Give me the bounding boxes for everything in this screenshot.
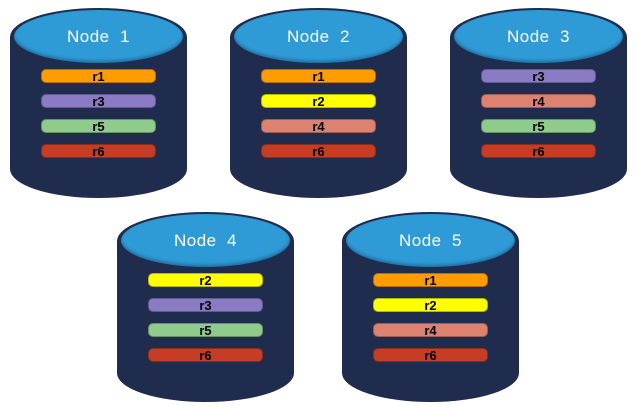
partition-list: r2 r3 r5 r6 <box>117 273 294 362</box>
node-label: Node 4 <box>173 230 238 250</box>
top-row: Node 1 r1 r3 r5 r6 Node 2 r1 r2 r4 r6 Node 3 r… <box>0 8 636 198</box>
partition-list: r1 r3 r5 r6 <box>10 69 187 158</box>
partition-bar-r3: r3 <box>481 69 596 83</box>
partition-bar-r4: r4 <box>481 94 596 108</box>
bottom-row: Node 4 r2 r3 r5 r6 Node 5 r1 r2 r4 r6 <box>0 212 636 402</box>
cylinder-top-ellipse <box>346 214 515 267</box>
partition-bar-r1: r1 <box>261 69 376 83</box>
partition-bar-r6: r6 <box>148 348 263 362</box>
partition-bar-r3: r3 <box>41 94 156 108</box>
partition-bar-r5: r5 <box>148 323 263 337</box>
partition-bar-r6: r6 <box>373 348 488 362</box>
partition-bar-r2: r2 <box>373 298 488 312</box>
partition-bar-r5: r5 <box>41 119 156 133</box>
partition-list: r1 r2 r4 r6 <box>342 273 519 362</box>
partition-list: r1 r2 r4 r6 <box>230 69 407 158</box>
partition-bar-r2: r2 <box>261 94 376 108</box>
node-label: Node 5 <box>398 230 463 250</box>
node-cylinder-4: Node 4 r2 r3 r5 r6 <box>117 212 294 402</box>
partition-bar-r4: r4 <box>373 323 488 337</box>
node-label: Node 3 <box>506 26 571 46</box>
node-cylinder-3: Node 3 r3 r4 r5 r6 <box>450 8 627 198</box>
partition-bar-r4: r4 <box>261 119 376 133</box>
cylinder-top-ellipse <box>14 10 183 63</box>
node-label: Node 2 <box>286 26 351 46</box>
partition-bar-r6: r6 <box>481 144 596 158</box>
partition-bar-r6: r6 <box>261 144 376 158</box>
partition-bar-r5: r5 <box>481 119 596 133</box>
node-cylinder-1: Node 1 r1 r3 r5 r6 <box>10 8 187 198</box>
node-cylinder-5: Node 5 r1 r2 r4 r6 <box>342 212 519 402</box>
cylinder-top-ellipse <box>454 10 623 63</box>
partition-bar-r3: r3 <box>148 298 263 312</box>
node-label: Node 1 <box>66 26 131 46</box>
partition-list: r3 r4 r5 r6 <box>450 69 627 158</box>
partition-bar-r1: r1 <box>373 273 488 287</box>
partition-bar-r1: r1 <box>41 69 156 83</box>
cylinder-top-ellipse <box>121 214 290 267</box>
cylinder-top-ellipse <box>234 10 403 63</box>
partition-bar-r2: r2 <box>148 273 263 287</box>
partition-bar-r6: r6 <box>41 144 156 158</box>
node-cylinder-2: Node 2 r1 r2 r4 r6 <box>230 8 407 198</box>
